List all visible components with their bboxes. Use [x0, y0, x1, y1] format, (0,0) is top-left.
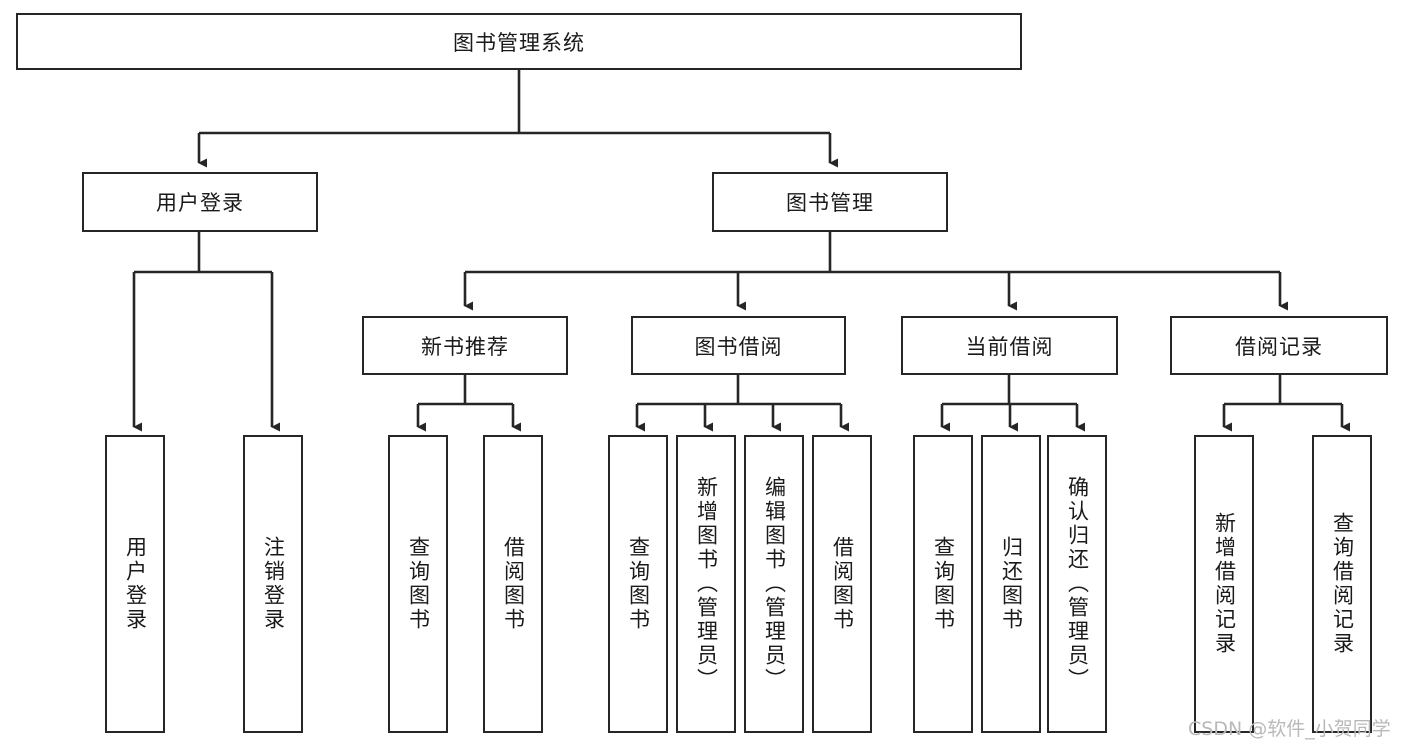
node-leaf-confirm-return[interactable]: 确认归还（管理员） [1047, 435, 1107, 733]
node-leaf-query-book-3[interactable]: 查询图书 [913, 435, 973, 733]
node-book-management[interactable]: 图书管理 [712, 172, 948, 232]
node-leaf-query-borrow-record[interactable]: 查询借阅记录 [1312, 435, 1372, 733]
node-leaf-borrow-book-2[interactable]: 借阅图书 [812, 435, 872, 733]
node-label: 注销登录 [261, 536, 286, 632]
watermark-text: CSDN @软件_小贺同学 [1188, 718, 1391, 740]
node-leaf-return-book[interactable]: 归还图书 [981, 435, 1041, 733]
node-label: 借阅记录 [1235, 334, 1323, 359]
node-book-borrow[interactable]: 图书借阅 [631, 316, 846, 375]
node-leaf-logout-login[interactable]: 注销登录 [243, 435, 303, 733]
node-leaf-user-login[interactable]: 用户登录 [105, 435, 165, 733]
node-label: 借阅图书 [501, 536, 526, 632]
node-leaf-edit-book[interactable]: 编辑图书（管理员） [744, 435, 804, 733]
node-label: 确认归还（管理员） [1065, 476, 1090, 692]
node-label: 图书借阅 [694, 334, 783, 359]
node-label: 当前借阅 [965, 334, 1054, 359]
node-label: 图书管理系统 [453, 30, 585, 55]
node-label: 归还图书 [999, 536, 1024, 632]
node-root-book-management-system[interactable]: 图书管理系统 [16, 13, 1022, 70]
node-label: 查询图书 [406, 536, 431, 632]
node-label: 新增借阅记录 [1212, 512, 1237, 656]
node-label: 查询借阅记录 [1330, 512, 1355, 656]
node-label: 借阅图书 [830, 536, 855, 632]
node-leaf-add-borrow-record[interactable]: 新增借阅记录 [1194, 435, 1254, 733]
node-user-login[interactable]: 用户登录 [82, 172, 318, 232]
node-borrow-record[interactable]: 借阅记录 [1170, 316, 1388, 375]
node-leaf-borrow-book-1[interactable]: 借阅图书 [483, 435, 543, 733]
node-label: 图书管理 [786, 191, 874, 215]
node-label: 用户登录 [156, 191, 244, 215]
node-label: 编辑图书（管理员） [762, 476, 787, 692]
node-leaf-query-book-1[interactable]: 查询图书 [388, 435, 448, 733]
node-label: 查询图书 [626, 536, 651, 632]
node-new-book-recommend[interactable]: 新书推荐 [362, 316, 568, 375]
node-label: 用户登录 [123, 536, 148, 632]
node-label: 新增图书（管理员） [694, 476, 719, 692]
node-leaf-query-book-2[interactable]: 查询图书 [608, 435, 668, 733]
node-current-borrow[interactable]: 当前借阅 [901, 316, 1118, 375]
node-label: 新书推荐 [421, 334, 509, 359]
node-leaf-add-book[interactable]: 新增图书（管理员） [676, 435, 736, 733]
node-label: 查询图书 [931, 536, 956, 632]
